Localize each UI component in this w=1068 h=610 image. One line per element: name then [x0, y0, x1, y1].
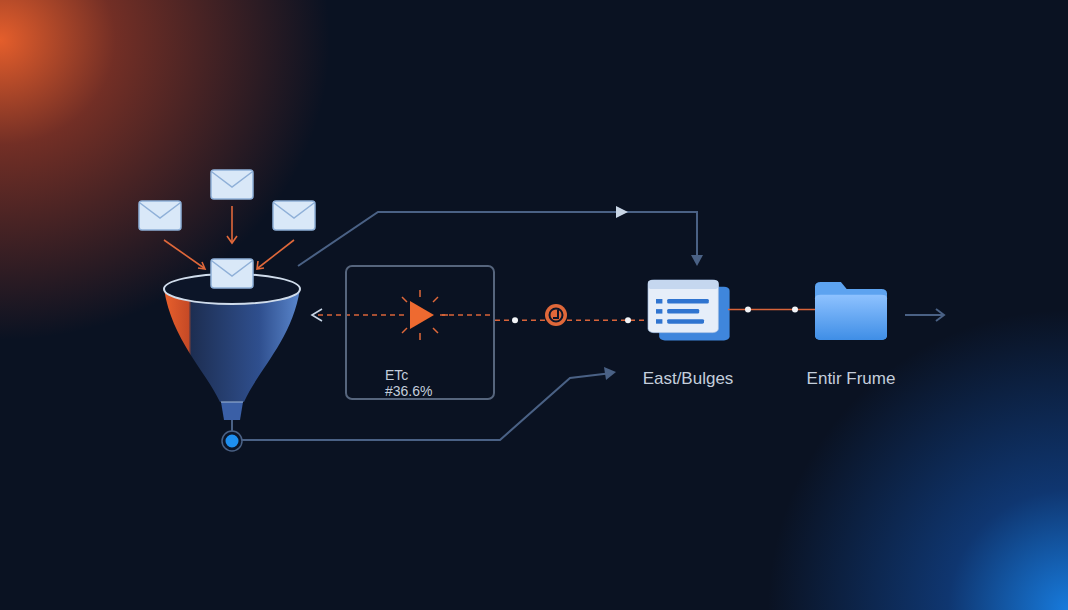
document-card: East/Bulges	[648, 280, 728, 336]
play-icon	[402, 290, 448, 340]
card-shape	[648, 280, 728, 336]
arrow-head	[616, 206, 628, 218]
node-label: Entir Frume	[770, 369, 932, 389]
arrow-head	[604, 367, 616, 380]
flow-connector	[728, 309, 815, 311]
connector-dot	[512, 317, 518, 323]
process-box: ETc#36.6%	[345, 265, 495, 400]
arrow-head	[312, 309, 322, 321]
metric-text: #36.6%	[385, 383, 432, 399]
email-icon	[139, 170, 315, 230]
bottom-wire	[240, 373, 612, 440]
connector-dot	[625, 317, 631, 323]
connector-dot	[792, 307, 798, 313]
connector-dot	[745, 307, 751, 313]
folder-node: Entir Frume	[815, 282, 887, 340]
output-arrow	[905, 309, 944, 321]
top-wire	[298, 212, 697, 266]
arrow-head	[691, 255, 703, 266]
process-badge	[545, 304, 567, 326]
node-label: East/Bulges	[608, 369, 768, 389]
folder-shape	[815, 282, 887, 340]
flow-wire	[240, 212, 697, 440]
funnel	[164, 259, 300, 451]
metric-text: ETc	[385, 367, 408, 383]
